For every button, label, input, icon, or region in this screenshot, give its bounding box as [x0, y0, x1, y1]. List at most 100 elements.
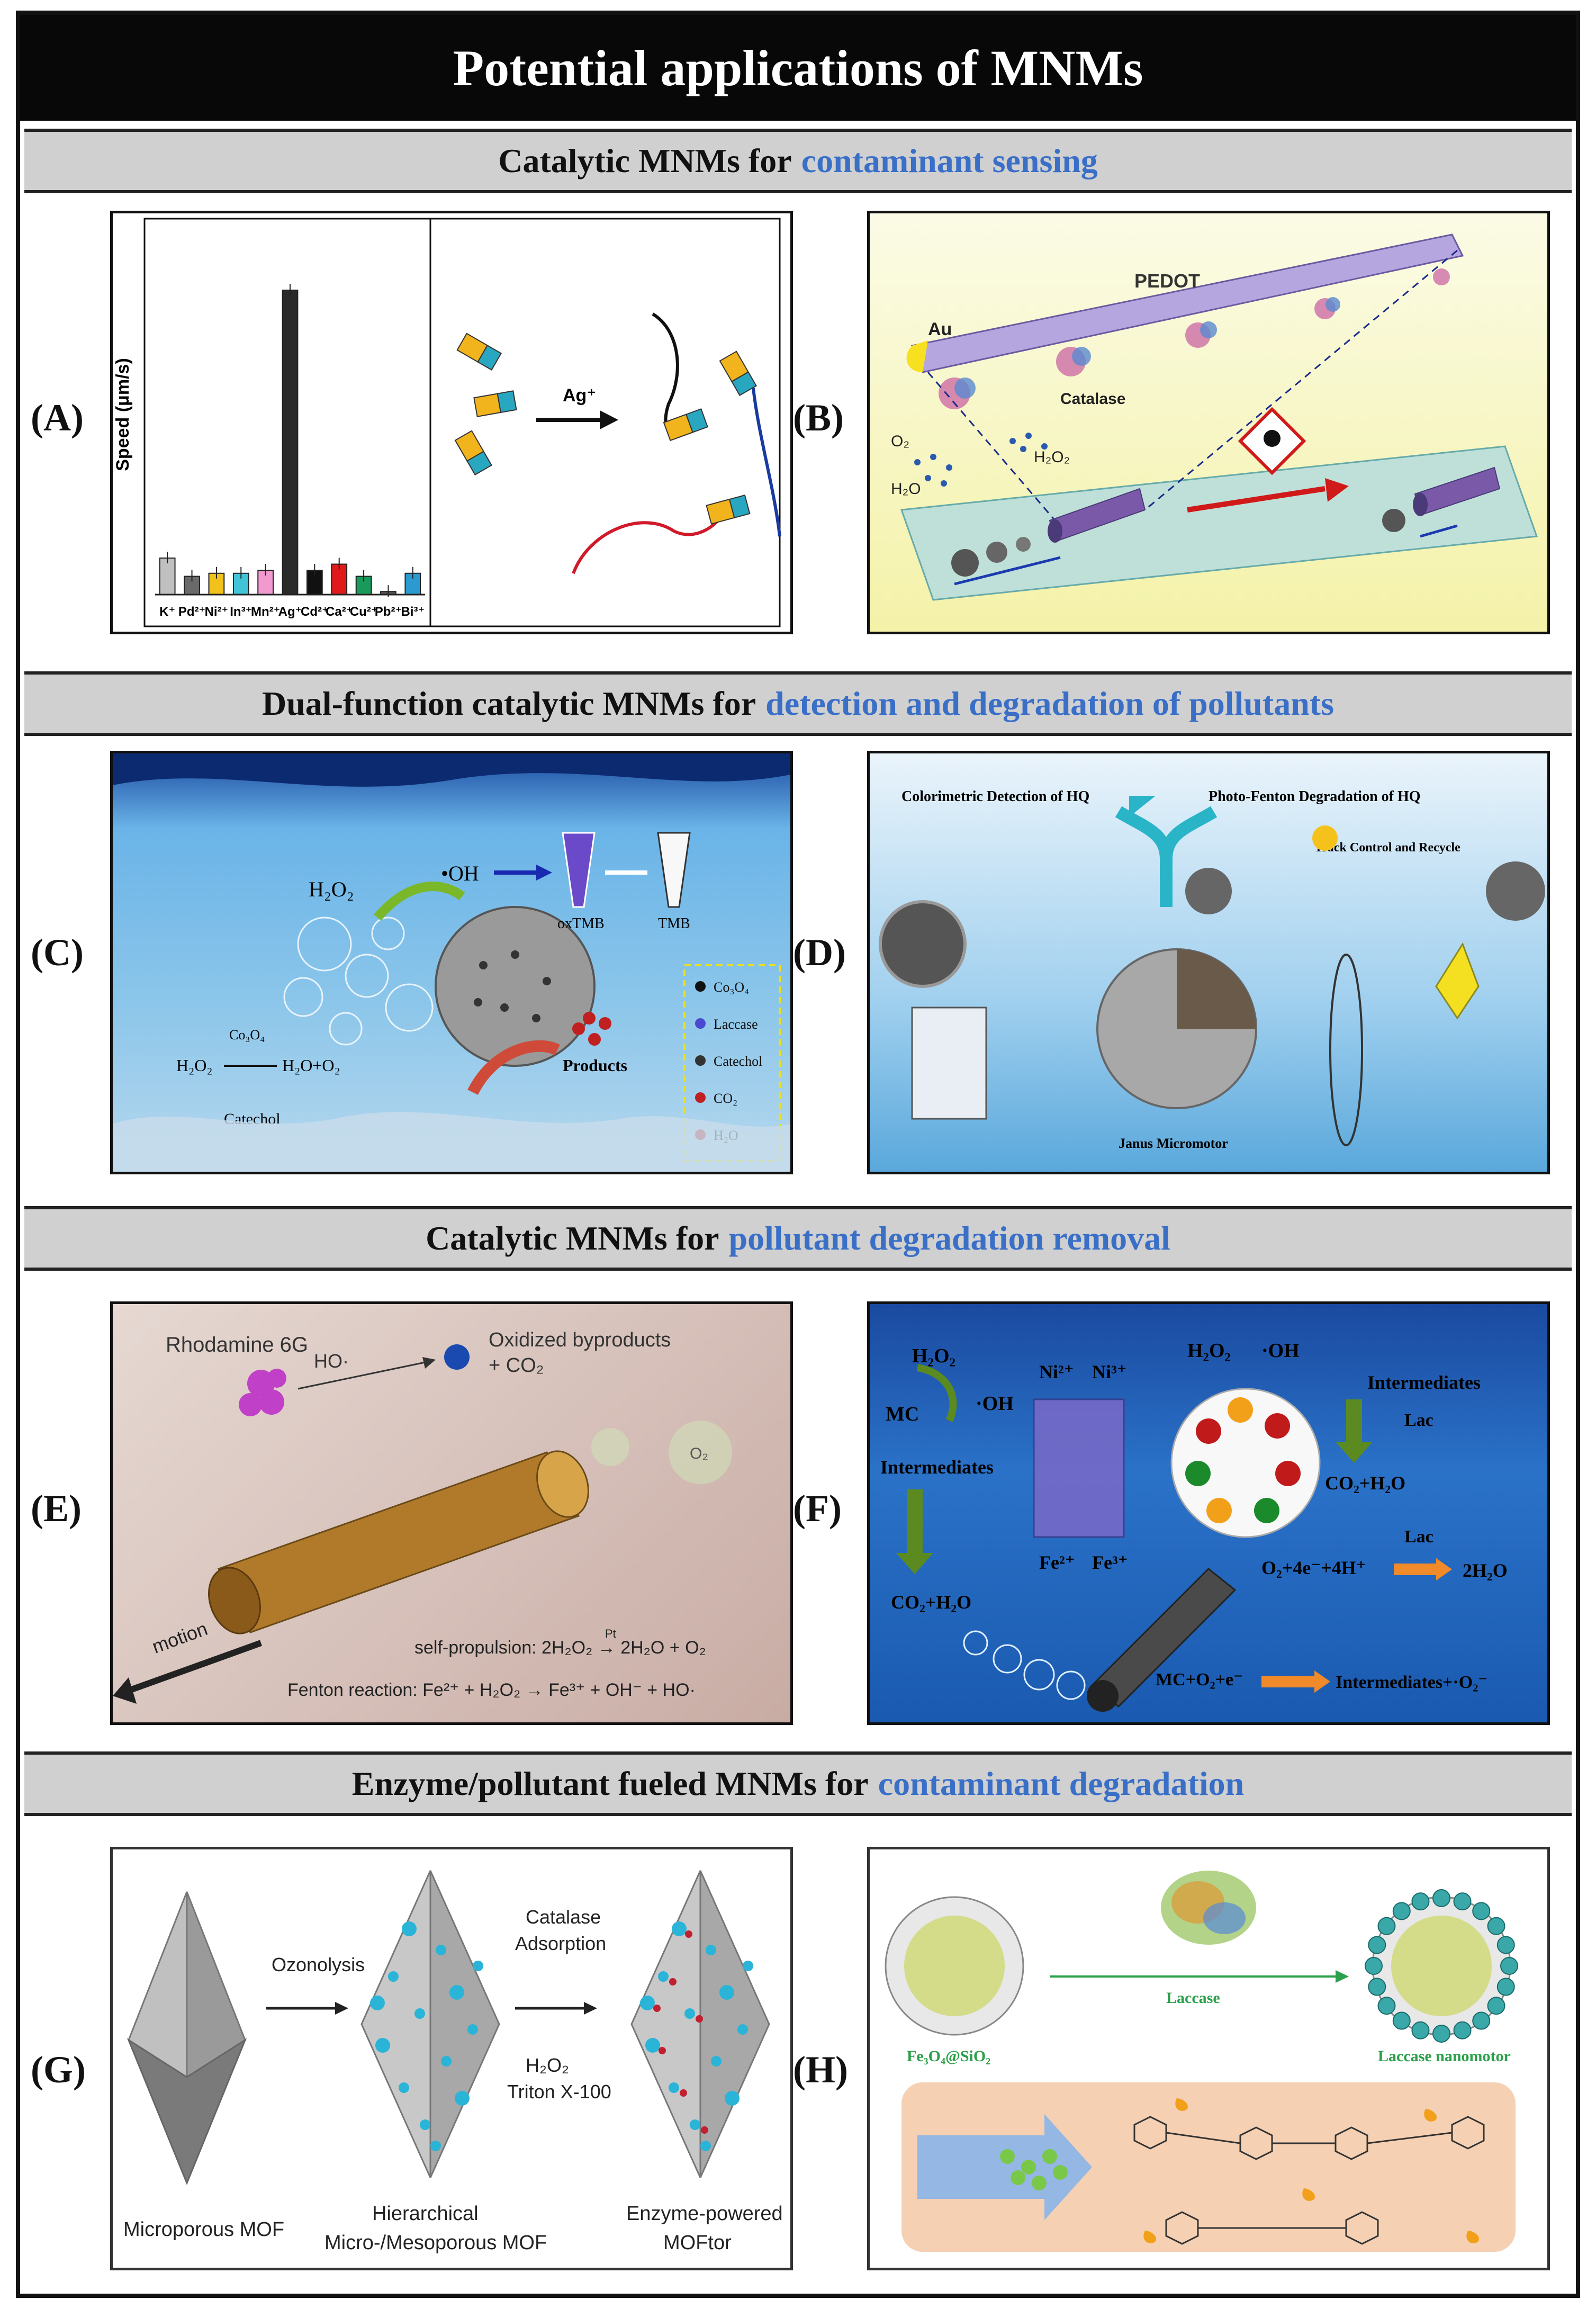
tick-label-2: Ni²⁺ [205, 605, 229, 619]
g-cap3a: Enzyme-powered [626, 2203, 783, 2225]
figure-frame: Potential applications of MNMs Catalytic… [16, 11, 1580, 2298]
c-products: Products [563, 1056, 627, 1075]
laccase-protein [1161, 1871, 1256, 1945]
g-step2a: Catalase [526, 1906, 601, 1928]
panel-h-figure: Laccase Fe₃O₄@SiO₂ Laccase nanomotor [885, 1871, 1518, 2252]
e-byproducts: Oxidized byproducts [489, 1329, 671, 1351]
laccase-enzyme [1411, 2021, 1430, 2040]
pore [441, 2056, 452, 2067]
bubble-trail-1 [951, 549, 979, 577]
pore [706, 1945, 716, 1955]
panel-a-tick-labels: K⁺Pd²⁺Ni²⁺In³⁺Mn²⁺Ag⁺Cd²⁺Ca²⁺Cu²⁺Pb²⁺Bi³… [159, 605, 425, 619]
pore [743, 1961, 753, 1971]
bubbles [914, 433, 1048, 487]
section-3-prefix: Catalytic MNMs for [426, 1219, 719, 1257]
f-h2o2-right: H₂O₂ [1187, 1340, 1231, 1362]
catalase-dot [680, 2089, 687, 2097]
pore [420, 2119, 430, 2130]
motor-pores [474, 950, 551, 1022]
laccase-enzyme [1432, 2025, 1450, 2043]
pore [690, 2119, 700, 2130]
laccase-enzyme [1496, 1936, 1515, 1954]
trajectory-black [652, 312, 686, 436]
f-lac1: Lac [1404, 1410, 1433, 1430]
panel-f: H₂O₂ Ni²⁺ Ni³⁺ MC ·OH Intermediates CO₂+… [867, 1301, 1550, 1725]
laccase-enzyme [1365, 1957, 1383, 1975]
pore [402, 1921, 417, 1936]
pore [467, 2024, 478, 2035]
red-arrowhead [1325, 478, 1349, 502]
h-laccase: Laccase [1166, 1989, 1220, 2007]
catalase-dot [701, 2126, 708, 2134]
bubble-trail-4 [1382, 509, 1405, 532]
co3o4-micromotor [435, 906, 596, 1067]
laccase-enzyme [1377, 1997, 1396, 2015]
d-motor-small [1185, 868, 1232, 914]
oil-droplets [1143, 2098, 1479, 2243]
laccase-enzyme [1500, 1957, 1518, 1975]
panel-a-bars [155, 284, 425, 597]
c-reaction-left: H₂O₂ [176, 1056, 213, 1075]
au-layer [906, 340, 928, 372]
d-track: Track Control and Recycle [1314, 841, 1460, 855]
laccase-enzyme [1392, 2011, 1411, 2030]
f-mc: MC [886, 1403, 919, 1425]
f-orange-arrowhead-1 [1436, 1558, 1452, 1580]
sun-icon [1312, 825, 1338, 851]
pore [473, 1961, 483, 1971]
pore [725, 2091, 740, 2106]
g-step2b: Adsorption [515, 1933, 606, 1954]
d-split-arrow-left [1129, 796, 1156, 817]
tick-label-8: Cu²⁺ [350, 605, 378, 619]
catalase-dot [659, 2047, 666, 2054]
panel-b-figure: PEDOT Au Catalase O₂ H₂O H₂O₂ [891, 233, 1538, 601]
catalase-dot [685, 1930, 692, 1938]
tick-label-7: Ca²⁺ [326, 605, 353, 619]
f-oh-right: ·OH [1261, 1340, 1300, 1362]
au-label: Au [928, 319, 952, 339]
pore [399, 2082, 409, 2093]
green-arrow [374, 881, 465, 921]
g-step1: Ozonolysis [272, 1954, 365, 1975]
pore [375, 2038, 390, 2053]
panel-label-e: (E) [31, 1487, 82, 1530]
trajectory-red [572, 514, 723, 574]
legend-label-1: Laccase [714, 1017, 758, 1032]
laccase-enzyme [1472, 1902, 1491, 1920]
laccase-enzyme [1392, 1902, 1411, 1920]
panel-e: Rhodamine 6G HO· Oxidized byproducts + C… [110, 1301, 793, 1725]
section-2-highlight: detection and degradation of pollutants [765, 685, 1334, 722]
e-arrow [297, 1361, 426, 1390]
pore [700, 2141, 711, 2151]
h2o-label: H₂O [891, 480, 921, 498]
e-selfprop: self-propulsion: 2H₂O₂ → 2H₂O + O₂ [414, 1638, 706, 1658]
tick-label-5: Ag⁺ [278, 605, 302, 619]
section-4-highlight: contaminant degradation [878, 1765, 1245, 1802]
pore [669, 2082, 679, 2093]
blue-arrowhead [536, 865, 552, 881]
f-orange-arrow-1 [1394, 1564, 1436, 1575]
section-1-prefix: Catalytic MNMs for [498, 142, 792, 179]
laccase-coating [1365, 1889, 1518, 2043]
seabed-foliage [113, 1112, 790, 1172]
panel-d-figure: Colorimetric Detection of HQ Photo-Fento… [879, 788, 1545, 1151]
legend-c: Co₃O₄LaccaseCatecholCO₂H₂O [695, 980, 762, 1143]
c-oh: •OH [441, 861, 479, 885]
laccase-nanomotor [1372, 1896, 1511, 2036]
e-ho: HO· [314, 1350, 349, 1372]
f-co2-right: CO₂+H₂O [1325, 1472, 1405, 1494]
c-h2o2: H₂O₂ [309, 877, 354, 901]
red-arrow-c [467, 1040, 560, 1095]
panel-label-c: (C) [31, 931, 84, 974]
c-oxtmb: oxTMB [557, 915, 605, 932]
bubble-trail-2 [986, 542, 1007, 563]
laccase-enzyme [1453, 1892, 1472, 1911]
byproduct-molecule [444, 1344, 470, 1370]
f-green-arrow-1 [916, 1364, 957, 1423]
panel-label-a: (A) [31, 397, 84, 439]
d-motor-recycle [1486, 861, 1545, 921]
laccase-enzyme [1368, 1936, 1386, 1954]
micromotor-6 [706, 495, 751, 525]
legend-marker-1 [695, 1018, 706, 1029]
